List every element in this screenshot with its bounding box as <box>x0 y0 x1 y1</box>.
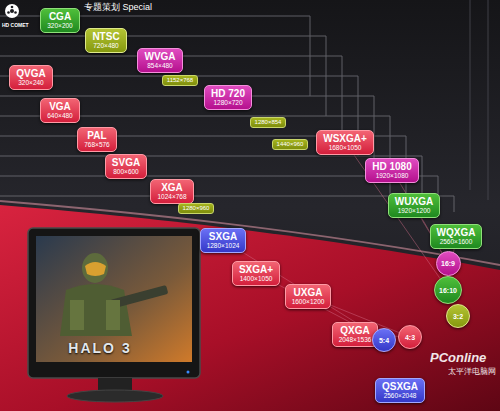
resolution-value: 1152×768 <box>167 77 193 84</box>
aspect-ratio-circle: 16:9 <box>436 251 461 276</box>
resolution-value: 2560×1600 <box>437 238 476 245</box>
standard-name: HD 720 <box>211 88 245 99</box>
resolution-badge: WUXGA1920×1200 <box>388 193 440 218</box>
standard-name: PAL <box>84 130 110 141</box>
resolution-badge: CGA320×200 <box>40 8 80 33</box>
resolution-value: 1280×1024 <box>207 242 240 249</box>
resolution-badge: UXGA1600×1200 <box>285 284 332 309</box>
resolution-badge: XGA1024×768 <box>150 179 193 204</box>
game-logo: HALO 3 <box>68 340 131 357</box>
resolution-badge: SVGA800×600 <box>105 154 147 179</box>
standard-name: NTSC <box>92 31 119 42</box>
resolution-value: 800×600 <box>112 168 140 175</box>
standard-name: CGA <box>47 11 73 22</box>
resolution-value: 640×480 <box>47 112 73 119</box>
aspect-ratio-circle: 16:10 <box>434 276 462 304</box>
standard-name: UXGA <box>292 287 325 298</box>
resolution-badge: WVGA854×480 <box>137 48 182 73</box>
standard-name: XGA <box>157 182 186 193</box>
resolution-value: 1024×768 <box>157 193 186 200</box>
standard-name: QSXGA <box>382 381 418 392</box>
watermark: PConline <box>430 350 486 366</box>
resolution-value: 1400×1050 <box>239 275 273 282</box>
standard-name: WQXGA <box>437 227 476 238</box>
standard-name: VGA <box>47 101 73 112</box>
aspect-ratio-circle: 3:2 <box>446 304 470 328</box>
resolution-value: 320×240 <box>16 79 45 86</box>
resolution-value: 1280×960 <box>183 205 210 212</box>
resolution-value: 320×200 <box>47 22 73 29</box>
standard-name: QXGA <box>339 325 372 336</box>
standard-name: SXGA+ <box>239 264 273 275</box>
resolution-badge: NTSC720×480 <box>85 28 126 53</box>
watermark: 太平洋电脑网 <box>448 367 496 377</box>
section-title: 专题策划 Special <box>84 2 152 13</box>
resolution-value: 768×576 <box>84 141 110 148</box>
resolution-value: 1680×1050 <box>323 144 367 151</box>
resolution-badge: QVGA320×240 <box>9 65 52 90</box>
resolution-value: 1280×854 <box>255 119 282 126</box>
standard-name: QVGA <box>16 68 45 79</box>
resolution-badge: PAL768×576 <box>77 127 117 152</box>
standard-name: WVGA <box>144 51 175 62</box>
resolution-value: 1920×1200 <box>395 207 433 214</box>
standard-name: WSXGA+ <box>323 133 367 144</box>
resolution-tag: 1280×854 <box>250 117 287 128</box>
resolution-badge: SXGA+1400×1050 <box>232 261 280 286</box>
resolution-tag: 1280×960 <box>178 203 215 214</box>
standard-name: SXGA <box>207 231 240 242</box>
resolution-value: 2560×2048 <box>382 392 418 399</box>
resolution-value: 1920×1080 <box>372 172 411 179</box>
resolution-badge: VGA640×480 <box>40 98 80 123</box>
standard-name: HD 1080 <box>372 161 411 172</box>
aspect-ratio: 5:4 <box>379 337 389 344</box>
resolution-badge: QSXGA2560×2048 <box>375 378 425 403</box>
resolution-badge: HD 7201280×720 <box>204 85 252 110</box>
resolution-badge: WQXGA2560×1600 <box>430 224 483 249</box>
monitor-illustration <box>28 228 200 402</box>
resolution-value: 1440×960 <box>277 141 304 148</box>
aspect-ratio-circle: 4:3 <box>398 325 422 349</box>
aspect-ratio: 3:2 <box>453 313 463 320</box>
resolution-badge: HD 10801920×1080 <box>365 158 418 183</box>
resolution-tag: 1440×960 <box>272 139 309 150</box>
resolution-value: 720×480 <box>92 42 119 49</box>
aspect-ratio-circle: 5:4 <box>372 328 396 352</box>
aspect-ratio: 16:10 <box>439 287 457 294</box>
resolution-value: 1600×1200 <box>292 298 325 305</box>
standard-name: SVGA <box>112 157 140 168</box>
standard-name: WUXGA <box>395 196 433 207</box>
aspect-ratio: 16:9 <box>441 260 455 267</box>
resolution-tag: 1152×768 <box>162 75 198 86</box>
resolution-value: 1280×720 <box>211 99 245 106</box>
resolution-badge: WSXGA+1680×1050 <box>316 130 374 155</box>
resolution-badge: SXGA1280×1024 <box>200 228 247 253</box>
logo-icon <box>5 4 19 18</box>
logo-text: HD COMET <box>2 22 29 28</box>
resolution-value: 2048×1536 <box>339 336 372 343</box>
resolution-value: 854×480 <box>144 62 175 69</box>
aspect-ratio: 4:3 <box>405 334 415 341</box>
